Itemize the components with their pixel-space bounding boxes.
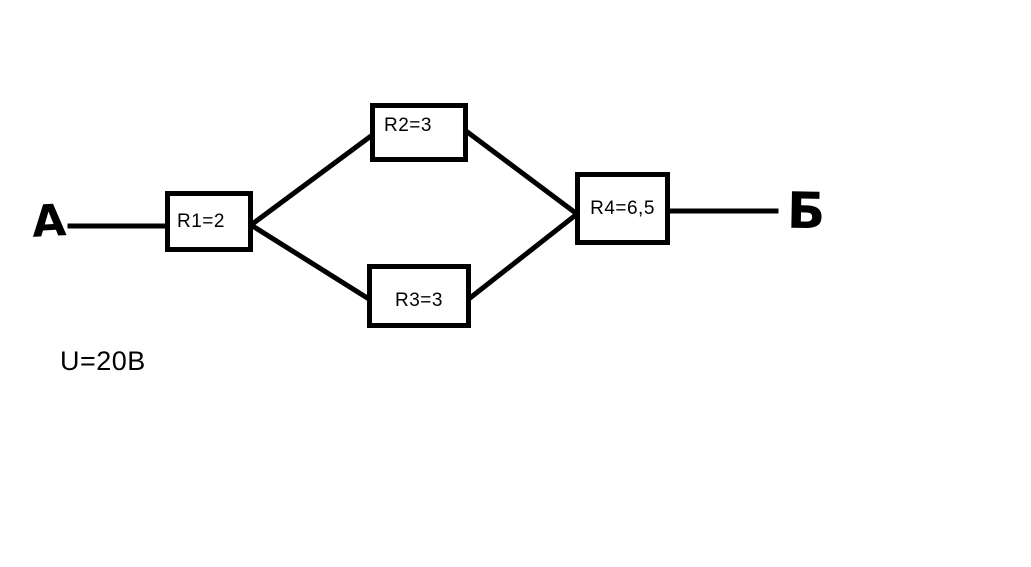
resistor-r2-label: R2=3 — [384, 115, 432, 136]
wire-r2-to-r4 — [462, 127, 581, 218]
wire-r1-to-r3 — [247, 221, 373, 303]
resistor-r2: R2=3 — [370, 103, 468, 162]
voltage-label: U=20В — [60, 346, 146, 376]
resistor-r4-label: R4=6,5 — [590, 198, 655, 219]
resistor-r3: R3=3 — [367, 264, 471, 328]
terminal-b-label: Б — [786, 181, 826, 241]
wire-r1-to-r2 — [247, 132, 375, 229]
resistor-r1: R1=2 — [165, 191, 253, 252]
wire-r3-to-r4 — [466, 210, 581, 302]
resistor-r3-label: R3=3 — [395, 290, 443, 311]
terminal-a-label: А — [30, 195, 68, 248]
resistor-r4: R4=6,5 — [575, 172, 670, 245]
resistor-r1-label: R1=2 — [177, 211, 225, 232]
